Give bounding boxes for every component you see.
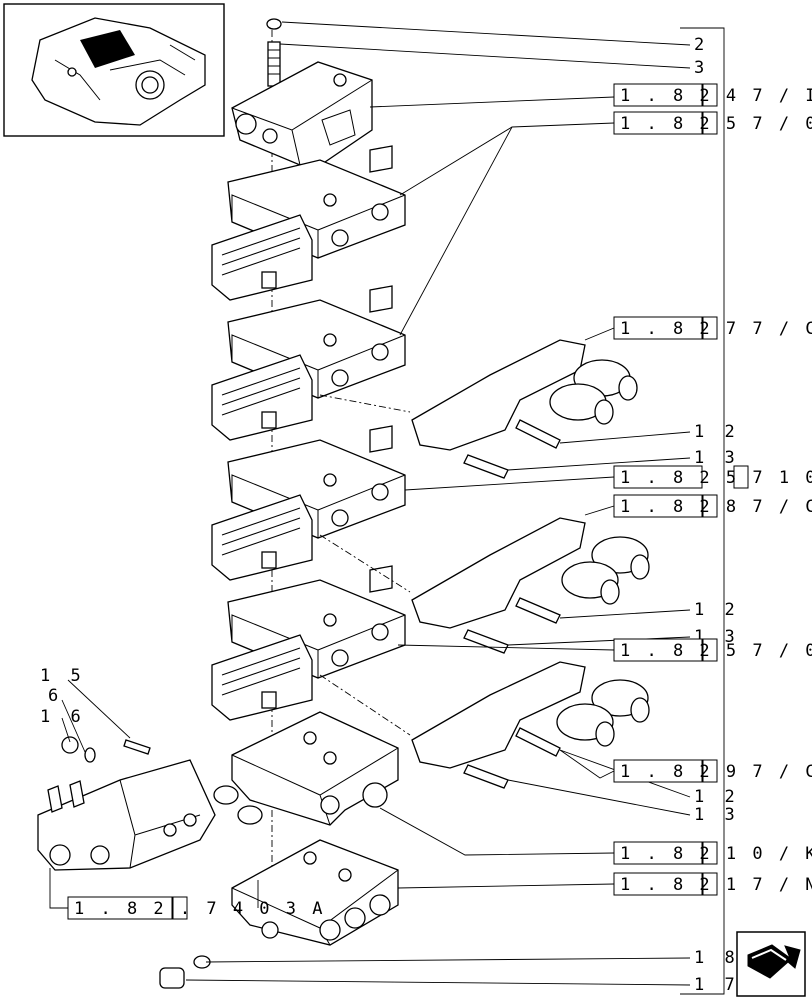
ref-box-7[interactable]: 1 . 8 2 9 7 / C <box>613 759 812 783</box>
ref-box-4[interactable]: 1 . 8 2 5 7 1 0 <box>613 465 812 489</box>
ref-box-9[interactable]: 1 . 8 2 1 7 / N <box>613 872 812 896</box>
valve-section-2 <box>211 285 406 441</box>
callout-18: 1 8 <box>694 948 740 968</box>
callout-17: 1 7 <box>694 975 740 995</box>
callout-16: 1 6 <box>40 707 86 727</box>
inlet-cover-part <box>231 61 373 166</box>
ref-box-10[interactable]: 1 . 8 2 . 7 4 0 3 A <box>67 896 325 920</box>
callout-3: 3 <box>694 58 709 78</box>
valve-section-3 <box>211 425 406 581</box>
valve-section-4 <box>211 565 406 721</box>
valve-section-1 <box>211 145 406 301</box>
callout-15: 1 5 <box>40 666 86 686</box>
ref-box-2[interactable]: 1 . 8 2 5 7 / 0 <box>613 111 812 135</box>
callout-2: 2 <box>694 35 709 55</box>
valve-assembly-thumbnail-icon[interactable] <box>3 3 225 137</box>
svg-text:1 . 8 2 7 7 / C: 1 . 8 2 7 7 / C <box>620 319 812 339</box>
small-screw-part <box>61 736 151 763</box>
ref-box-1[interactable]: 1 . 8 2 4 7 / I <box>613 83 812 107</box>
callout-13: 1 3 <box>694 448 740 468</box>
svg-text:1 . 8 2 5 7 1 0: 1 . 8 2 5 7 1 0 <box>620 468 812 488</box>
svg-text:1 . 8 2 1 0 / K: 1 . 8 2 1 0 / K <box>620 844 812 864</box>
callout-12: 1 2 <box>694 422 740 442</box>
callout-12: 1 2 <box>694 787 740 807</box>
ref-box-6[interactable]: 1 . 8 2 5 7 / 0 <box>613 638 812 662</box>
next-page-arrow-icon[interactable] <box>736 931 806 997</box>
end-section-k <box>213 711 399 826</box>
callout-12: 1 2 <box>694 600 740 620</box>
auxiliary-valve-part <box>37 759 216 871</box>
svg-text:1 . 8 2 5 7 / 0: 1 . 8 2 5 7 / 0 <box>620 641 812 661</box>
svg-text:1 . 8 2 8 7 / C: 1 . 8 2 8 7 / C <box>620 497 812 517</box>
callout-13: 1 3 <box>694 805 740 825</box>
end-section-n <box>231 839 399 946</box>
svg-text:1 . 8 2 1 7 / N: 1 . 8 2 1 7 / N <box>620 875 812 895</box>
quick-coupler-3 <box>411 661 650 789</box>
svg-text:1 . 8 2 . 7 4 0 3 A: 1 . 8 2 . 7 4 0 3 A <box>74 899 325 919</box>
callout-6: 6 <box>48 686 63 706</box>
ref-box-5[interactable]: 1 . 8 2 8 7 / C <box>613 494 812 518</box>
svg-text:1 . 8 2 9 7 / C: 1 . 8 2 9 7 / C <box>620 762 812 782</box>
plug-fitting-part <box>159 955 211 989</box>
quick-coupler-2 <box>411 517 650 654</box>
quick-coupler-1 <box>411 339 638 479</box>
svg-text:1 . 8 2 4 7 / I: 1 . 8 2 4 7 / I <box>620 86 812 106</box>
cap-screw-part <box>266 18 282 87</box>
ref-box-8[interactable]: 1 . 8 2 1 0 / K <box>613 841 812 865</box>
svg-text:1 . 8 2 5 7 / 0: 1 . 8 2 5 7 / 0 <box>620 114 812 134</box>
ref-box-3[interactable]: 1 . 8 2 7 7 / C <box>613 316 812 340</box>
